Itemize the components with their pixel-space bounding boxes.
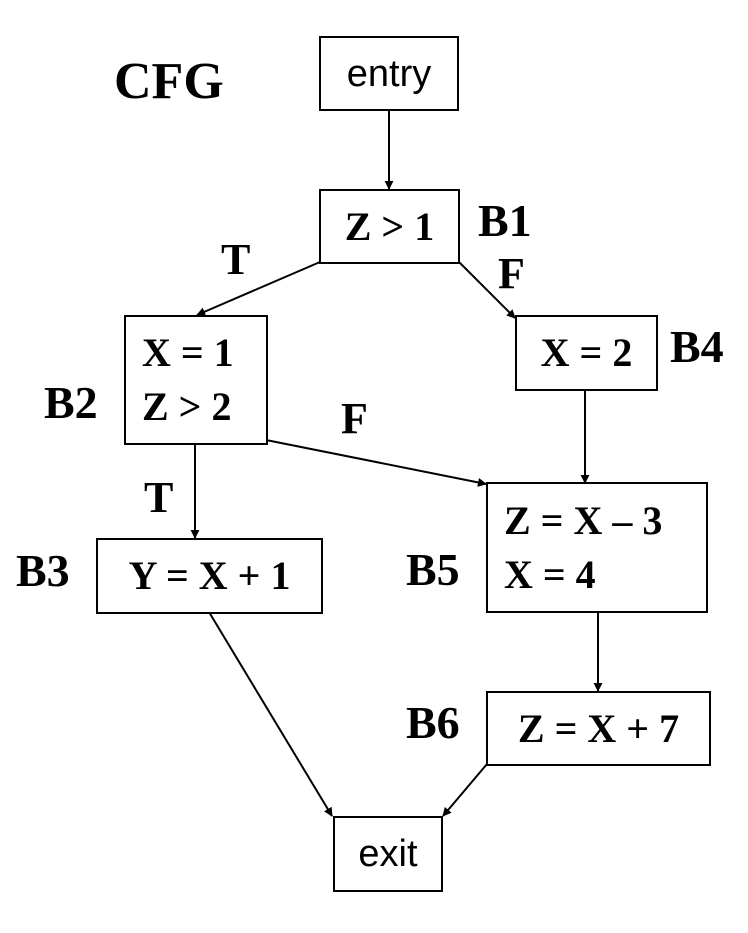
block-b3: Y = X + 1: [96, 538, 323, 614]
block-b1: Z > 1: [319, 189, 460, 264]
edge-label-b2-b3: T: [144, 473, 174, 522]
exit-node: exit: [333, 816, 443, 892]
b1-statement: Z > 1: [344, 203, 435, 249]
b6-statement: Z = X + 7: [517, 705, 680, 751]
block-b2: X = 1 Z > 2: [124, 315, 268, 445]
edge-label-b1-b4: F: [498, 249, 525, 298]
diagram-title: CFG: [114, 53, 224, 110]
edge-label-b1-b2: T: [221, 235, 251, 284]
block-b5: Z = X – 3 X = 4: [486, 482, 708, 613]
b5-statement-2: X = 4: [504, 551, 596, 597]
edge-label-b2-b5: F: [341, 394, 368, 443]
block-b2-label: B2: [44, 377, 98, 428]
edge-b1-to-b2: [196, 261, 321, 316]
b3-statement: Y = X + 1: [128, 553, 291, 598]
block-b4-label: B4: [670, 321, 724, 372]
block-b5-label: B5: [406, 544, 460, 595]
edge-b2-to-b5: [265, 439, 487, 487]
block-b1-label: B1: [478, 195, 532, 246]
edge-b3-to-exit: [208, 611, 333, 817]
block-b4: X = 2: [515, 315, 658, 391]
exit-label: exit: [358, 833, 418, 875]
b2-statement-1: X = 1: [142, 330, 234, 375]
edge-b1-to-b4: [458, 261, 516, 319]
b5-statement-1: Z = X – 3: [504, 497, 663, 543]
b4-statement: X = 2: [540, 330, 633, 375]
b2-statement-2: Z > 2: [142, 384, 232, 429]
block-b3-label: B3: [16, 545, 70, 596]
edge-b6-to-exit: [442, 763, 488, 817]
block-b6: Z = X + 7: [486, 691, 711, 766]
block-b6-label: B6: [406, 697, 460, 748]
entry-node: entry: [319, 36, 459, 111]
entry-label: entry: [346, 52, 432, 95]
